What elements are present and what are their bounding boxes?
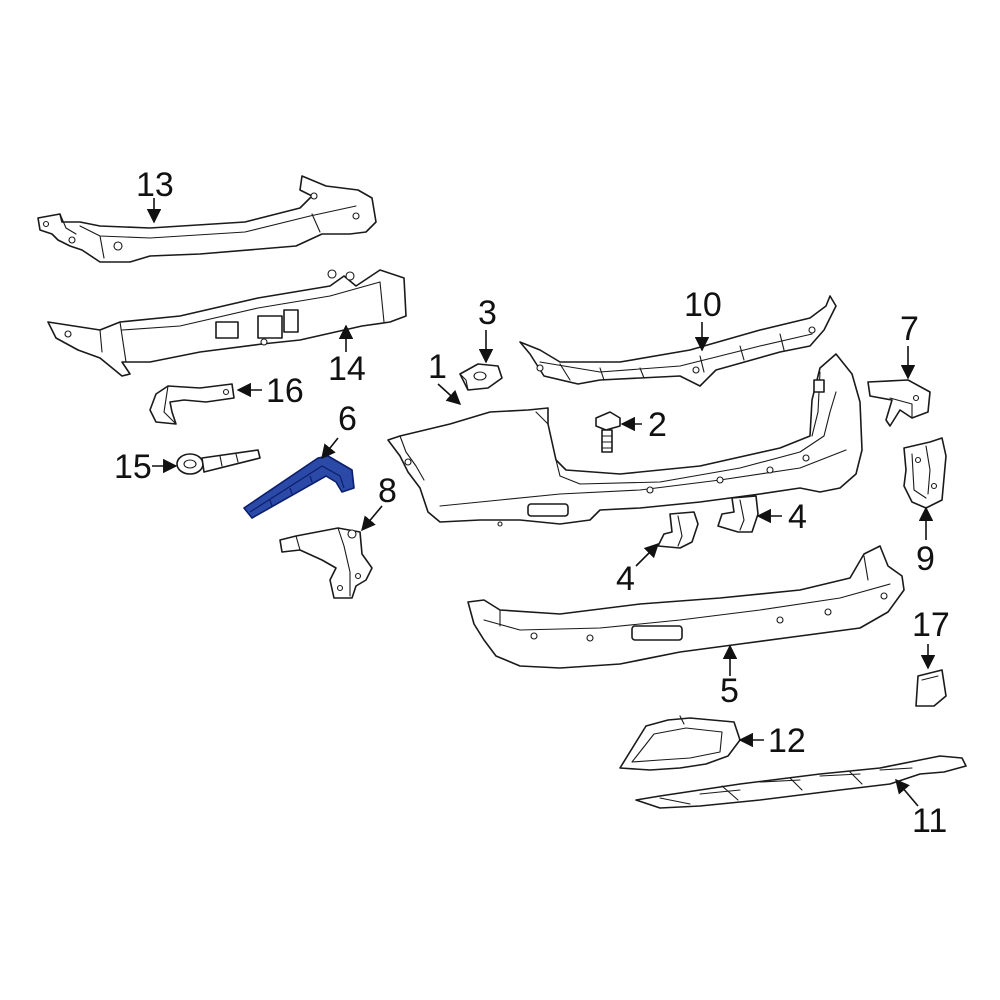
callout-5: 5 xyxy=(720,672,739,710)
callout-4-upper: 4 xyxy=(788,498,807,536)
leader-11 xyxy=(895,778,919,807)
part-4-retainer-right[interactable] xyxy=(717,495,759,533)
callout-3: 3 xyxy=(478,294,497,332)
callout-14: 14 xyxy=(328,350,366,388)
callout-15: 15 xyxy=(114,448,152,486)
part-14-hitch-beam[interactable] xyxy=(47,269,407,377)
part-16-hook[interactable] xyxy=(149,383,235,425)
part-10-bumper-bracket[interactable] xyxy=(519,295,837,387)
callout-16: 16 xyxy=(266,372,304,410)
callout-17: 17 xyxy=(912,606,950,644)
part-13-reinforcement-beam[interactable] xyxy=(37,175,377,263)
leader-1 xyxy=(437,383,462,405)
callout-12: 12 xyxy=(768,722,806,760)
callout-1: 1 xyxy=(428,348,447,386)
leader-8 xyxy=(361,505,383,532)
part-12-exhaust-finisher[interactable] xyxy=(619,715,741,771)
callout-13: 13 xyxy=(136,166,174,204)
part-6-highlighted-bracket[interactable] xyxy=(243,455,355,519)
part-15-tow-eye[interactable] xyxy=(176,449,261,475)
part-9-side-bracket[interactable] xyxy=(903,437,947,509)
callout-4-lower: 4 xyxy=(616,560,635,598)
callout-11: 11 xyxy=(912,802,947,840)
part-1-bumper-cover[interactable] xyxy=(387,353,863,527)
part-4-retainer-left[interactable] xyxy=(657,511,699,549)
callout-9: 9 xyxy=(916,540,935,578)
part-3-clip-nut[interactable] xyxy=(459,363,503,391)
callout-10: 10 xyxy=(684,286,722,324)
part-17-reflector[interactable] xyxy=(915,669,947,707)
part-2-bolt[interactable] xyxy=(595,411,621,453)
part-5-lower-valance[interactable] xyxy=(467,545,905,669)
callout-6: 6 xyxy=(338,400,357,438)
callout-leaders xyxy=(146,198,936,807)
leader-4a xyxy=(635,542,660,567)
part-7-side-bracket[interactable] xyxy=(867,379,931,427)
callout-2: 2 xyxy=(648,406,667,444)
part-11-lower-shield[interactable] xyxy=(635,755,967,809)
callout-7: 7 xyxy=(900,310,919,348)
callout-labels: 13 14 16 15 6 8 3 1 10 2 7 9 4 4 5 17 12… xyxy=(114,166,950,840)
part-8-bracket[interactable] xyxy=(279,527,373,599)
callout-8: 8 xyxy=(378,472,397,510)
leader-6 xyxy=(321,437,339,460)
